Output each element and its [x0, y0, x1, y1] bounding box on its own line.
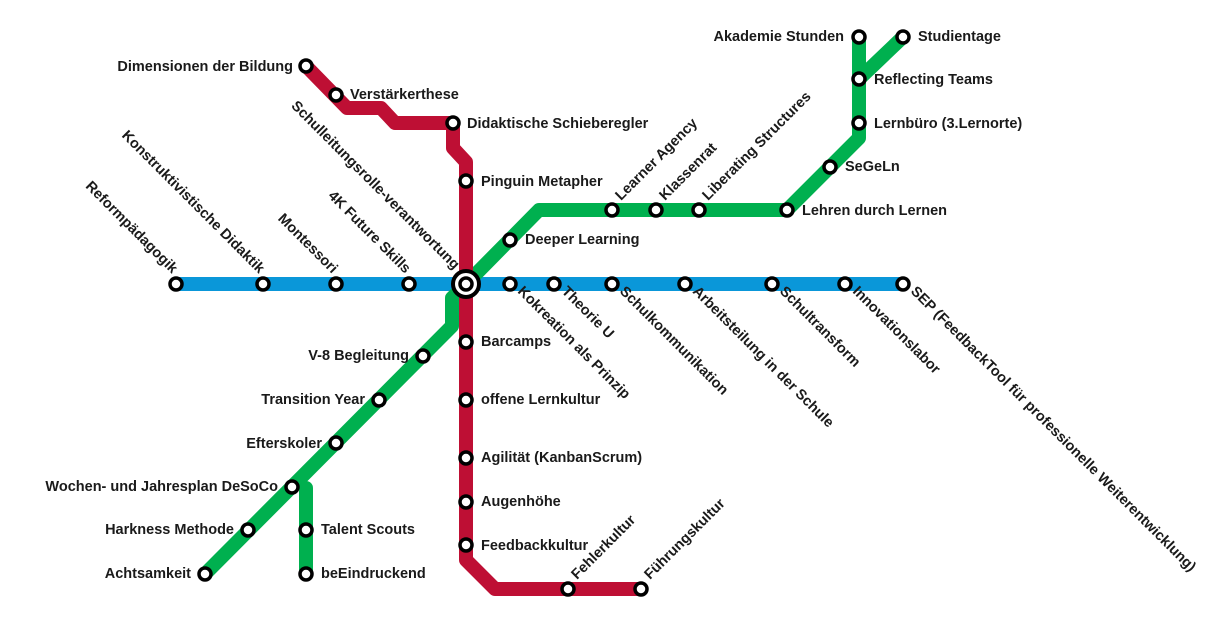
station-arbeitsteilung-stop[interactable]	[677, 276, 693, 292]
station-konstruktivistische-stop[interactable]	[255, 276, 271, 292]
station-wochenplan-stop[interactable]	[284, 479, 300, 495]
station-harkness-stop[interactable]	[240, 522, 256, 538]
station-didaktische-stop[interactable]	[445, 115, 461, 131]
station-liberating-label: Liberating Structures	[700, 89, 815, 204]
station-deeper-learning-label: Deeper Learning	[525, 232, 639, 248]
station-fuehrungskultur-label: Führungskultur	[642, 496, 729, 583]
station-agilitaet-stop[interactable]	[458, 450, 474, 466]
interchange-hub-inner	[458, 276, 474, 292]
station-reflecting-label: Reflecting Teams	[874, 72, 993, 88]
station-future-skills-stop[interactable]	[401, 276, 417, 292]
station-sep-label: SEP (FeedbackTool für professionelle Wei…	[907, 284, 1199, 576]
station-reformpaedagogik-stop[interactable]	[168, 276, 184, 292]
station-arbeitsteilung-label: Arbeitsteilung in der Schule	[689, 284, 836, 431]
station-transition-label: Transition Year	[261, 392, 365, 408]
station-pinguin-stop[interactable]	[458, 173, 474, 189]
station-didaktische-label: Didaktische Schieberegler	[467, 116, 649, 132]
station-konstruktivistische-label: Konstruktivistische Didaktik	[118, 128, 268, 278]
station-akademie-stop[interactable]	[851, 29, 867, 45]
station-reflecting-stop[interactable]	[851, 71, 867, 87]
station-studientage-label: Studientage	[918, 29, 1001, 45]
station-lernbuero-label: Lernbüro (3.Lernorte)	[874, 116, 1022, 132]
station-montessori-stop[interactable]	[328, 276, 344, 292]
station-achtsamkeit-stop[interactable]	[197, 566, 213, 582]
station-transition-stop[interactable]	[371, 392, 387, 408]
station-beeindruckend-label: beEindruckend	[321, 566, 426, 582]
station-feedbackkultur-stop[interactable]	[458, 537, 474, 553]
station-schultransform-label: Schultransform	[776, 284, 863, 371]
station-wochenplan-label: Wochen- und Jahresplan DeSoCo	[45, 479, 278, 495]
red-line	[299, 59, 648, 596]
station-deeper-learning-stop[interactable]	[502, 232, 518, 248]
station-reformpaedagogik-label: Reformpädagogik	[82, 178, 181, 277]
station-dimensionen-stop[interactable]	[298, 58, 314, 74]
station-offene-lernkultur-stop[interactable]	[458, 392, 474, 408]
station-lehren-durch-lernen-stop[interactable]	[779, 202, 795, 218]
station-verstaerkerthese-label: Verstärkerthese	[350, 87, 459, 103]
station-segeln-label: SeGeLn	[845, 159, 900, 175]
station-learner-agency-stop[interactable]	[604, 202, 620, 218]
station-achtsamkeit-label: Achtsamkeit	[105, 566, 191, 582]
station-talent-scouts-label: Talent Scouts	[321, 522, 415, 538]
station-harkness-label: Harkness Methode	[105, 522, 234, 538]
station-barcamps-label: Barcamps	[481, 334, 551, 350]
station-innovationslabor-stop[interactable]	[837, 276, 853, 292]
station-v8-stop[interactable]	[415, 348, 431, 364]
station-schultransform-stop[interactable]	[764, 276, 780, 292]
station-fuehrungskultur-stop[interactable]	[633, 581, 649, 597]
station-fehlerkultur-stop[interactable]	[560, 581, 576, 597]
station-lehren-durch-lernen-label: Lehren durch Lernen	[802, 203, 947, 219]
station-studientage-stop[interactable]	[895, 29, 911, 45]
station-lernbuero-stop[interactable]	[851, 115, 867, 131]
station-augenhoehe-stop[interactable]	[458, 494, 474, 510]
station-theorie-u-stop[interactable]	[546, 276, 562, 292]
lines-layer	[169, 30, 910, 596]
station-v8-label: V-8 Begleitung	[308, 348, 409, 364]
station-pinguin-label: Pinguin Metapher	[481, 174, 603, 190]
station-klassenrat-stop[interactable]	[648, 202, 664, 218]
station-efterskoler-label: Efterskoler	[246, 436, 322, 452]
station-liberating-stop[interactable]	[691, 202, 707, 218]
station-augenhoehe-label: Augenhöhe	[481, 494, 561, 510]
station-verstaerkerthese-stop[interactable]	[328, 87, 344, 103]
station-barcamps-stop[interactable]	[458, 334, 474, 350]
station-montessori-label: Montessori	[274, 211, 340, 277]
station-agilitaet-label: Agilität (KanbanScrum)	[481, 450, 642, 466]
station-talent-scouts-stop[interactable]	[298, 522, 314, 538]
station-dimensionen-label: Dimensionen der Bildung	[117, 59, 293, 75]
station-feedbackkultur-label: Feedbackkultur	[481, 538, 589, 554]
station-segeln-stop[interactable]	[822, 159, 838, 175]
station-offene-lernkultur-label: offene Lernkultur	[481, 392, 601, 408]
station-sep-stop[interactable]	[895, 276, 911, 292]
station-beeindruckend-stop[interactable]	[298, 566, 314, 582]
station-schulkommunikation-stop[interactable]	[604, 276, 620, 292]
station-efterskoler-stop[interactable]	[328, 435, 344, 451]
station-akademie-label: Akademie Stunden	[713, 29, 844, 45]
stops-layer	[168, 29, 911, 597]
station-kokreation-stop[interactable]	[502, 276, 518, 292]
